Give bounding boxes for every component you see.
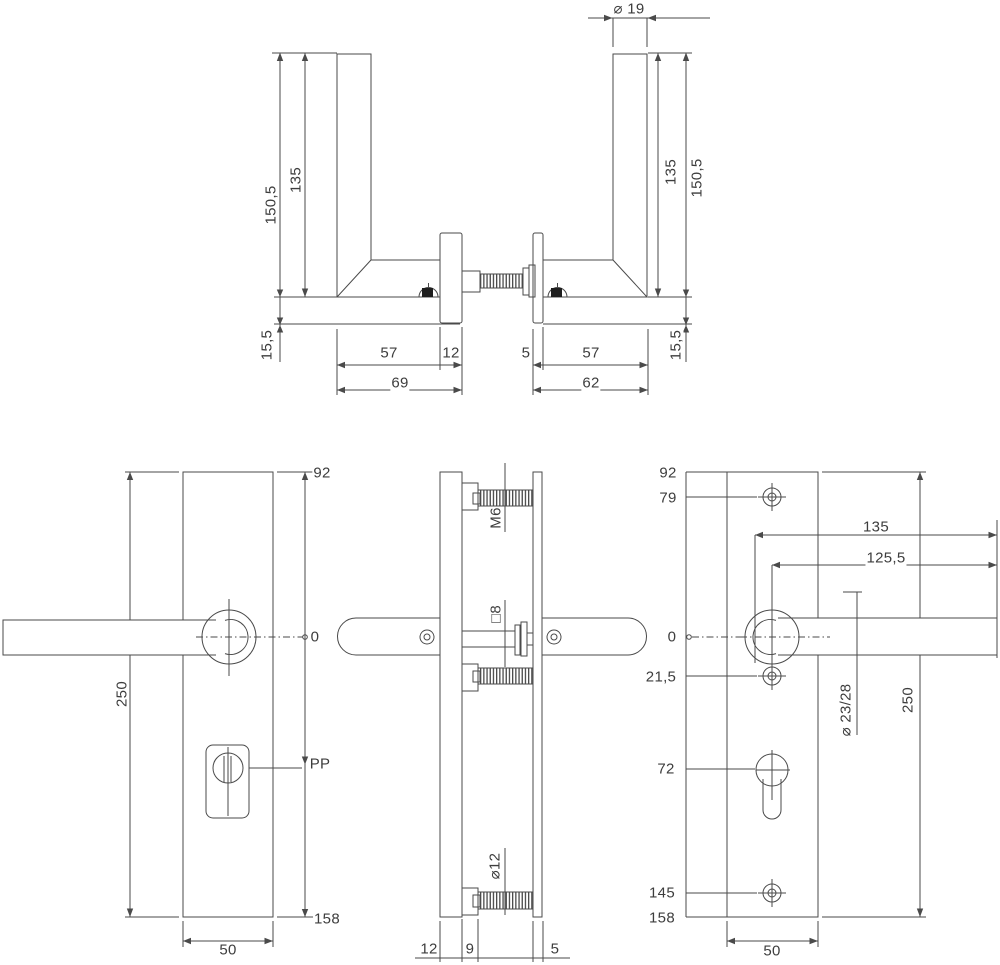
top-view-spindle <box>462 265 535 297</box>
ruler-label-79: 79 <box>658 489 678 507</box>
dim-right-rosette-thickness: 5 <box>520 344 532 362</box>
dim-grip-diameter: ⌀ 19 <box>612 0 646 18</box>
front-view <box>3 472 317 947</box>
dim-back-plate-height: 250 <box>899 686 917 714</box>
dim-back-handle-length: 135 <box>862 518 890 536</box>
dim-front-plate-width: 50 <box>218 941 238 959</box>
dim-right-base-offset: 15,5 <box>667 328 685 362</box>
side-view <box>338 463 757 962</box>
dim-right-total-height: 150,5 <box>688 157 706 199</box>
dim-front-top-hole: 92 <box>312 464 332 482</box>
ruler-label-21-5: 21,5 <box>644 668 678 686</box>
dim-back-neck-diameter: ⌀ 23/28 <box>837 682 855 738</box>
dim-back-plate-width: 50 <box>762 942 782 960</box>
ruler-label-145: 145 <box>648 884 676 902</box>
dim-front-cylinder-pp: PP <box>308 755 332 773</box>
dim-front-zero: 0 <box>309 628 321 646</box>
dim-front-plate-height: 250 <box>113 680 131 708</box>
dim-back-handle-inner-length: 125,5 <box>865 549 907 567</box>
dim-side-top-screw: M6 <box>487 506 505 530</box>
ruler-label-72: 72 <box>656 760 676 778</box>
dim-left-total-height: 150,5 <box>262 184 280 226</box>
dim-side-boss-depth: 9 <box>464 940 476 958</box>
back-view <box>727 472 997 947</box>
ruler-label-158: 158 <box>648 909 676 927</box>
dim-left-grip-height: 135 <box>287 166 305 194</box>
dim-front-bottom-hole: 158 <box>313 910 341 928</box>
ruler-label-92: 92 <box>658 464 678 482</box>
dim-left-rosette-thickness: 12 <box>441 344 461 362</box>
ruler-label-0: 0 <box>666 628 678 646</box>
dim-right-grip-height: 135 <box>662 158 680 186</box>
dim-right-grip-width: 57 <box>581 344 601 362</box>
top-view-right-lever <box>533 54 647 323</box>
dim-right-total-width: 62 <box>581 374 601 392</box>
dim-left-total-width: 69 <box>390 374 410 392</box>
dim-side-outer-thickness: 12 <box>419 940 439 958</box>
dim-side-bottom-screw: ⌀12 <box>486 851 504 881</box>
top-view-dimensions <box>272 14 710 395</box>
dim-left-base-offset: 15,5 <box>258 328 276 362</box>
top-view-left-lever <box>337 54 462 323</box>
dim-side-spindle: □8 <box>487 603 505 625</box>
dim-left-grip-width: 57 <box>379 344 399 362</box>
dim-side-inner-thickness: 5 <box>549 940 561 958</box>
